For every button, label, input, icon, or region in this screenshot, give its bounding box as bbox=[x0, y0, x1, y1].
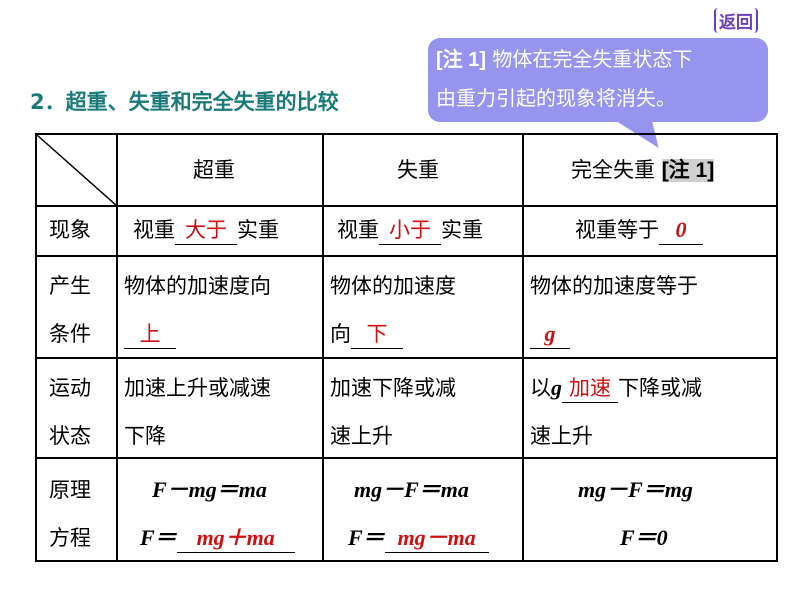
diagonal-header bbox=[36, 134, 117, 206]
back-button[interactable]: 返回 bbox=[714, 8, 758, 33]
note-text-2: 由重力引起的现象将消失。 bbox=[436, 86, 676, 110]
cell: 物体的加速度向下 bbox=[330, 262, 456, 358]
note-text-1: 物体在完全失重状态下 bbox=[492, 47, 693, 71]
note-tag: [注 1] bbox=[436, 49, 486, 71]
note-ref-link[interactable]: [注 1] bbox=[661, 159, 715, 182]
row-label: 运动状态 bbox=[49, 376, 91, 448]
header-overweight: 超重 bbox=[193, 158, 235, 182]
comparison-table bbox=[35, 133, 778, 562]
row-label: 现象 bbox=[49, 218, 91, 242]
row-label: 原理方程 bbox=[49, 478, 91, 550]
note-callout: [注 1] 物体在完全失重状态下 由重力引起的现象将消失。 bbox=[428, 38, 768, 122]
cell: 物体的加速度向上 bbox=[124, 262, 271, 358]
cell: 视重大于实重 bbox=[133, 206, 279, 254]
cell: 加速下降或减速上升 bbox=[330, 376, 456, 448]
cell: 加速上升或减速下降 bbox=[124, 376, 271, 448]
row-label: 产生条件 bbox=[49, 274, 91, 346]
header-complete-weightless: 完全失重 [注 1] bbox=[571, 158, 715, 182]
section-title: 2．超重、失重和完全失重的比较 bbox=[30, 90, 339, 114]
cell: 视重小于实重 bbox=[337, 206, 483, 254]
header-weightless: 失重 bbox=[397, 158, 439, 182]
